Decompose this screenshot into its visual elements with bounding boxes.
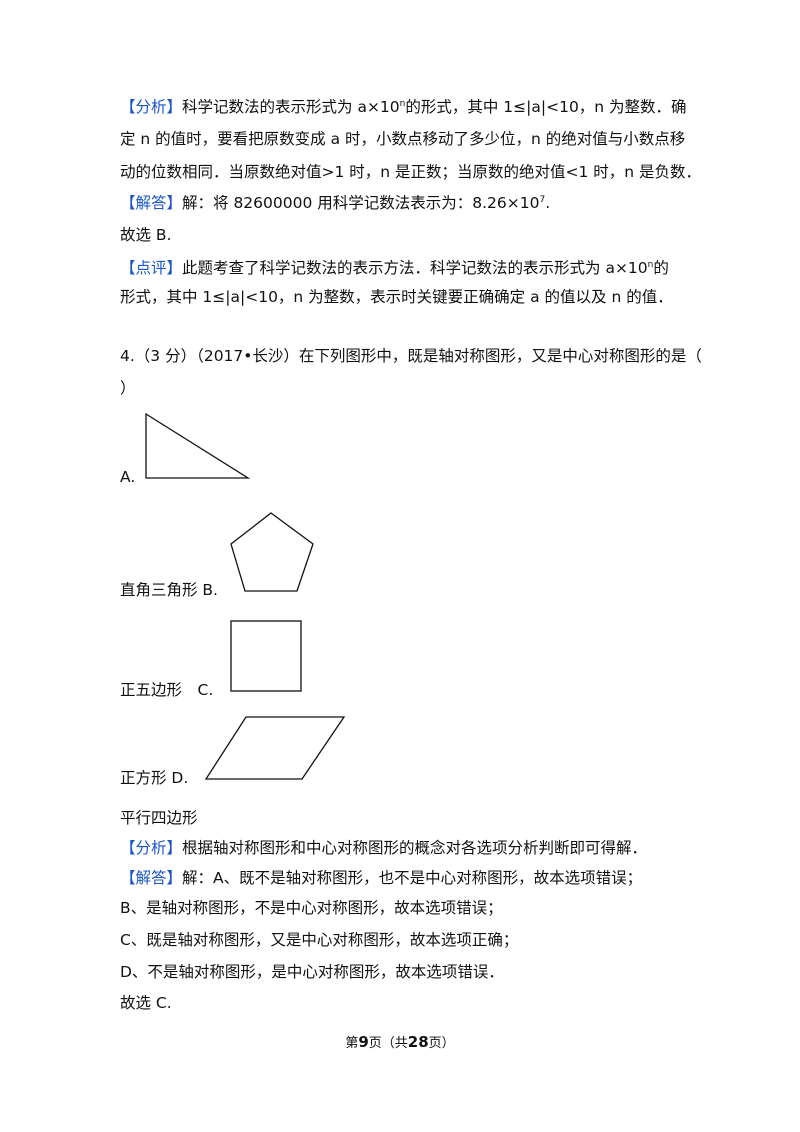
- total-pages: 28: [407, 1033, 429, 1051]
- answer-text: .: [545, 194, 551, 212]
- answer-tag: 【解答】: [120, 869, 183, 887]
- answer-2-line-3: C、既是轴对称图形，又是中心对称图形，故本选项正确；: [120, 931, 519, 949]
- comment-line-1: 【点评】此题考查了科学记数法的表示方法．科学记数法的表示形式为 a×10n的: [120, 258, 669, 278]
- footer-text: 页）: [428, 1036, 455, 1051]
- analysis-tag: 【分析】: [120, 98, 183, 116]
- answer-tag: 【解答】: [120, 194, 183, 212]
- answer-line: 【解答】解：将 82600000 用科学记数法表示为：8.26×107.: [120, 193, 550, 213]
- answer-2-line-4: D、不是轴对称图形，是中心对称图形，故本选项错误．: [120, 963, 504, 981]
- choice-2-line: 故选 C.: [120, 994, 172, 1012]
- analysis-line-2: 定 n 的值时，要看把原数变成 a 时，小数点移动了多少位，n 的绝对值与小数点…: [120, 130, 686, 148]
- right-triangle-figure: [145, 412, 251, 479]
- option-d-name: 平行四边形: [120, 809, 198, 827]
- square-figure: [230, 620, 302, 692]
- comment-tag: 【点评】: [120, 259, 183, 277]
- option-c-name-d-label: 正方形 D.: [120, 769, 189, 787]
- exponent: 7: [539, 195, 546, 205]
- choice-line: 故选 B.: [120, 226, 172, 244]
- page-number: 9: [358, 1033, 369, 1051]
- comment-text: 的: [653, 259, 669, 277]
- option-a-label: A.: [120, 468, 136, 486]
- analysis-text: 科学记数法的表示形式为 a×10: [182, 98, 400, 116]
- question-line-2: ）: [120, 379, 136, 397]
- answer-2-line-2: B、是轴对称图形，不是中心对称图形，故本选项错误；: [120, 899, 503, 917]
- comment-line-2: 形式，其中 1≤|a|<10，n 为整数，表示时关键要正确确定 a 的值以及 n…: [120, 288, 673, 306]
- parallelogram-figure: [204, 716, 346, 780]
- analysis-text: 的形式，其中 1≤|a|<10，n 为整数．确: [405, 98, 687, 116]
- analysis-2-line: 【分析】根据轴对称图形和中心对称图形的概念对各选项分析判断即可得解．: [120, 838, 647, 858]
- footer-text: 第: [345, 1036, 359, 1051]
- question-line-1: 4.（3 分）（2017•长沙）在下列图形中，既是轴对称图形，又是中心对称图形的…: [120, 347, 702, 365]
- comment-text: 此题考查了科学记数法的表示方法．科学记数法的表示形式为 a×10: [182, 259, 648, 277]
- pentagon-figure: [230, 512, 314, 592]
- page-footer: 第9页（共28页）: [0, 1033, 800, 1053]
- analysis-line-3: 动的位数相同．当原数绝对值>1 时，n 是正数；当原数的绝对值<1 时，n 是负…: [120, 163, 702, 181]
- option-a-name-b-label: 直角三角形 B.: [120, 581, 218, 599]
- exponent: n: [647, 260, 654, 270]
- option-b-name-c-label: 正五边形 C.: [120, 681, 214, 699]
- answer-text: 解：A、既不是轴对称图形，也不是中心对称图形，故本选项错误；: [182, 869, 643, 887]
- footer-text: 页（共: [368, 1036, 408, 1051]
- analysis-line-1: 【分析】科学记数法的表示形式为 a×10n的形式，其中 1≤|a|<10，n 为…: [120, 97, 687, 117]
- analysis-tag: 【分析】: [120, 839, 183, 857]
- exponent: n: [399, 99, 406, 109]
- analysis-text: 根据轴对称图形和中心对称图形的概念对各选项分析判断即可得解．: [182, 839, 648, 857]
- answer-text: 解：将 82600000 用科学记数法表示为：8.26×10: [182, 194, 540, 212]
- answer-2-line-1: 【解答】解：A、既不是轴对称图形，也不是中心对称图形，故本选项错误；: [120, 868, 642, 888]
